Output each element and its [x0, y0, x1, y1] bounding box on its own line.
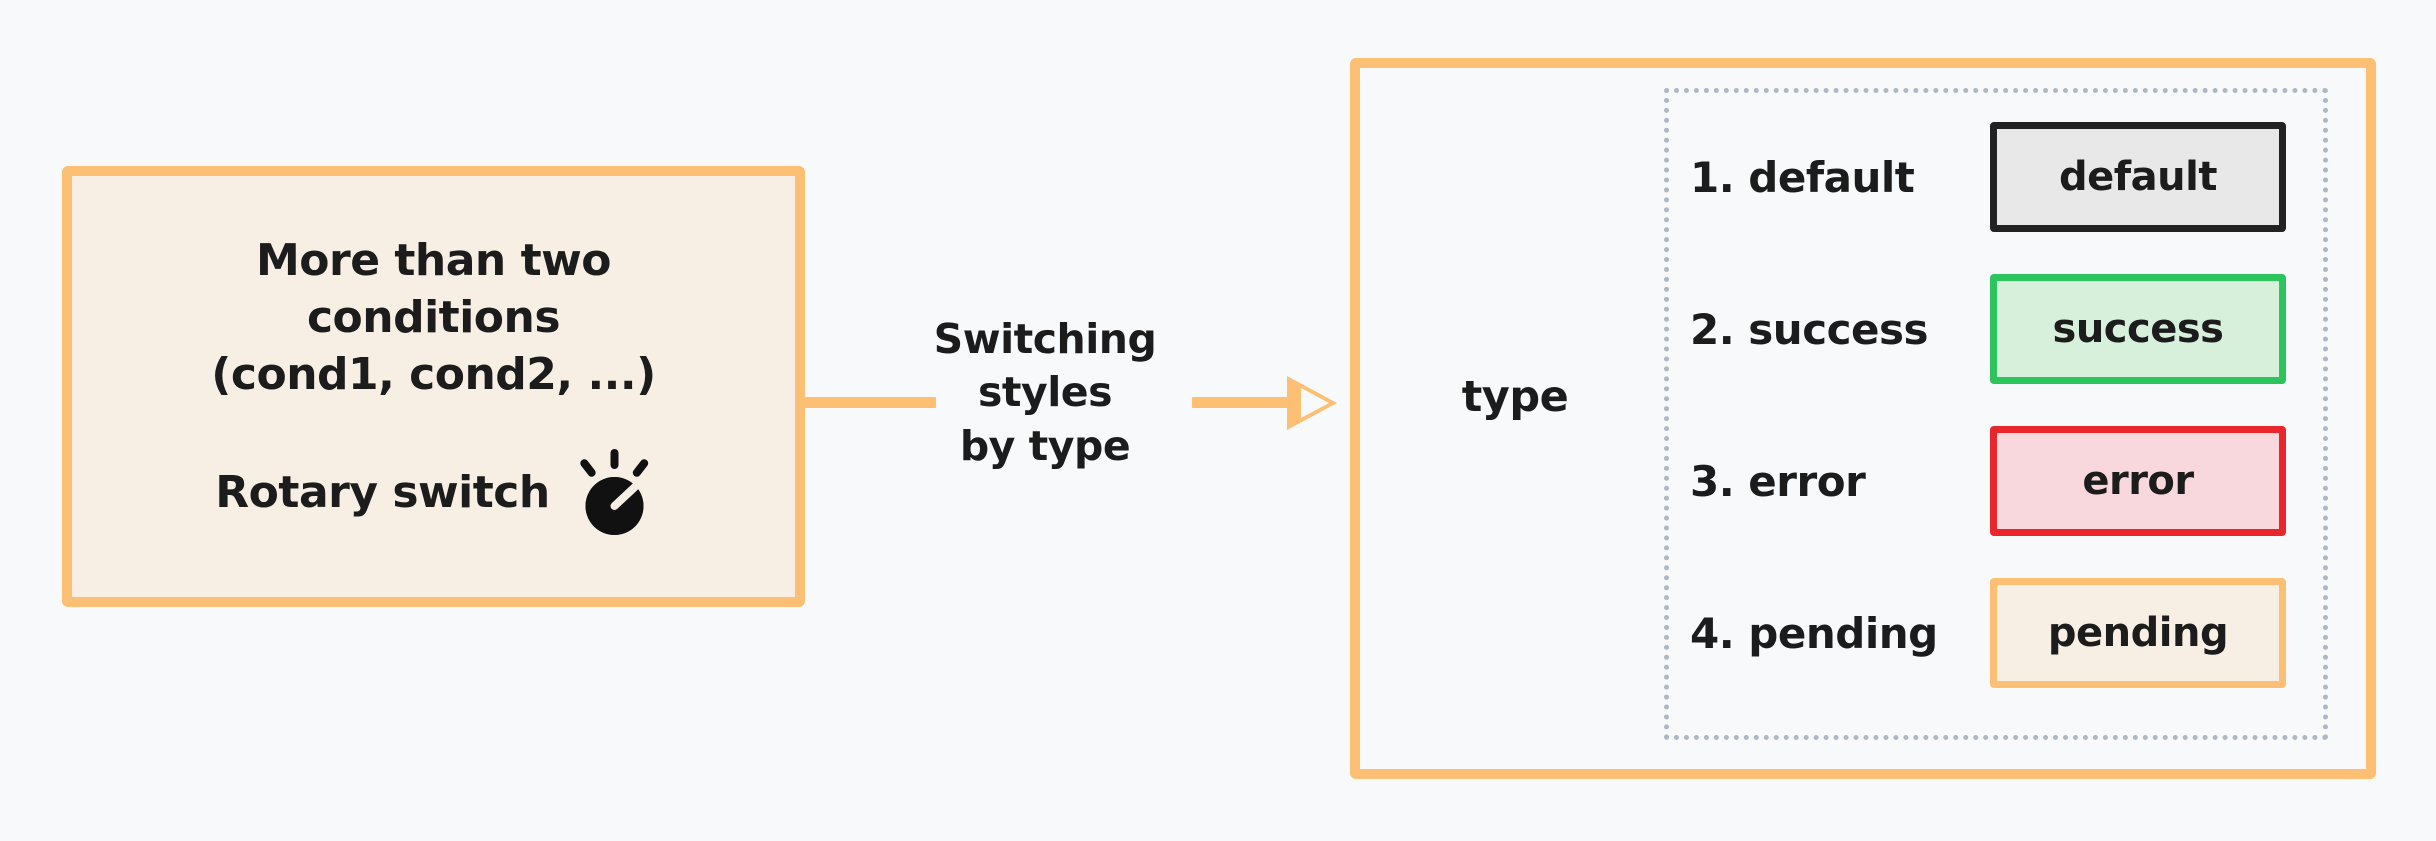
rotary-switch-icon: [580, 449, 648, 536]
variant-label-error: 3. error: [1690, 456, 1866, 506]
list-item: 3. error error: [1690, 416, 2310, 546]
rotary-switch-row: Rotary switch: [215, 449, 651, 536]
variant-label-default: 1. default: [1690, 152, 1915, 202]
type-variants-dotted-container: [1664, 88, 2328, 740]
status-badge-success[interactable]: success: [1990, 274, 2286, 384]
condition-source-box: More than two conditions (cond1, cond2, …: [62, 166, 805, 607]
connector-label: Switching styles by type: [933, 315, 1157, 470]
connector-line-right: [1192, 397, 1292, 408]
list-item: 1. default default: [1690, 112, 2310, 242]
type-group-label: type: [1461, 372, 1569, 422]
condition-source-title: More than two conditions (cond1, cond2, …: [211, 234, 656, 401]
rotary-switch-label: Rotary switch: [215, 466, 550, 518]
status-badge-default[interactable]: default: [1990, 122, 2286, 232]
type-variants-list: 1. default default 2. success success 3.…: [1690, 112, 2310, 722]
list-item: 2. success success: [1690, 264, 2310, 394]
list-item: 4. pending pending: [1690, 568, 2310, 698]
variant-label-success: 2. success: [1690, 304, 1928, 354]
status-badge-pending[interactable]: pending: [1990, 578, 2286, 688]
variant-label-pending: 4. pending: [1690, 608, 1938, 658]
hollow-arrow-right-icon: [1287, 376, 1337, 430]
status-badge-error[interactable]: error: [1990, 426, 2286, 536]
connector-line-left: [805, 397, 936, 408]
type-output-panel: [1350, 58, 2376, 779]
